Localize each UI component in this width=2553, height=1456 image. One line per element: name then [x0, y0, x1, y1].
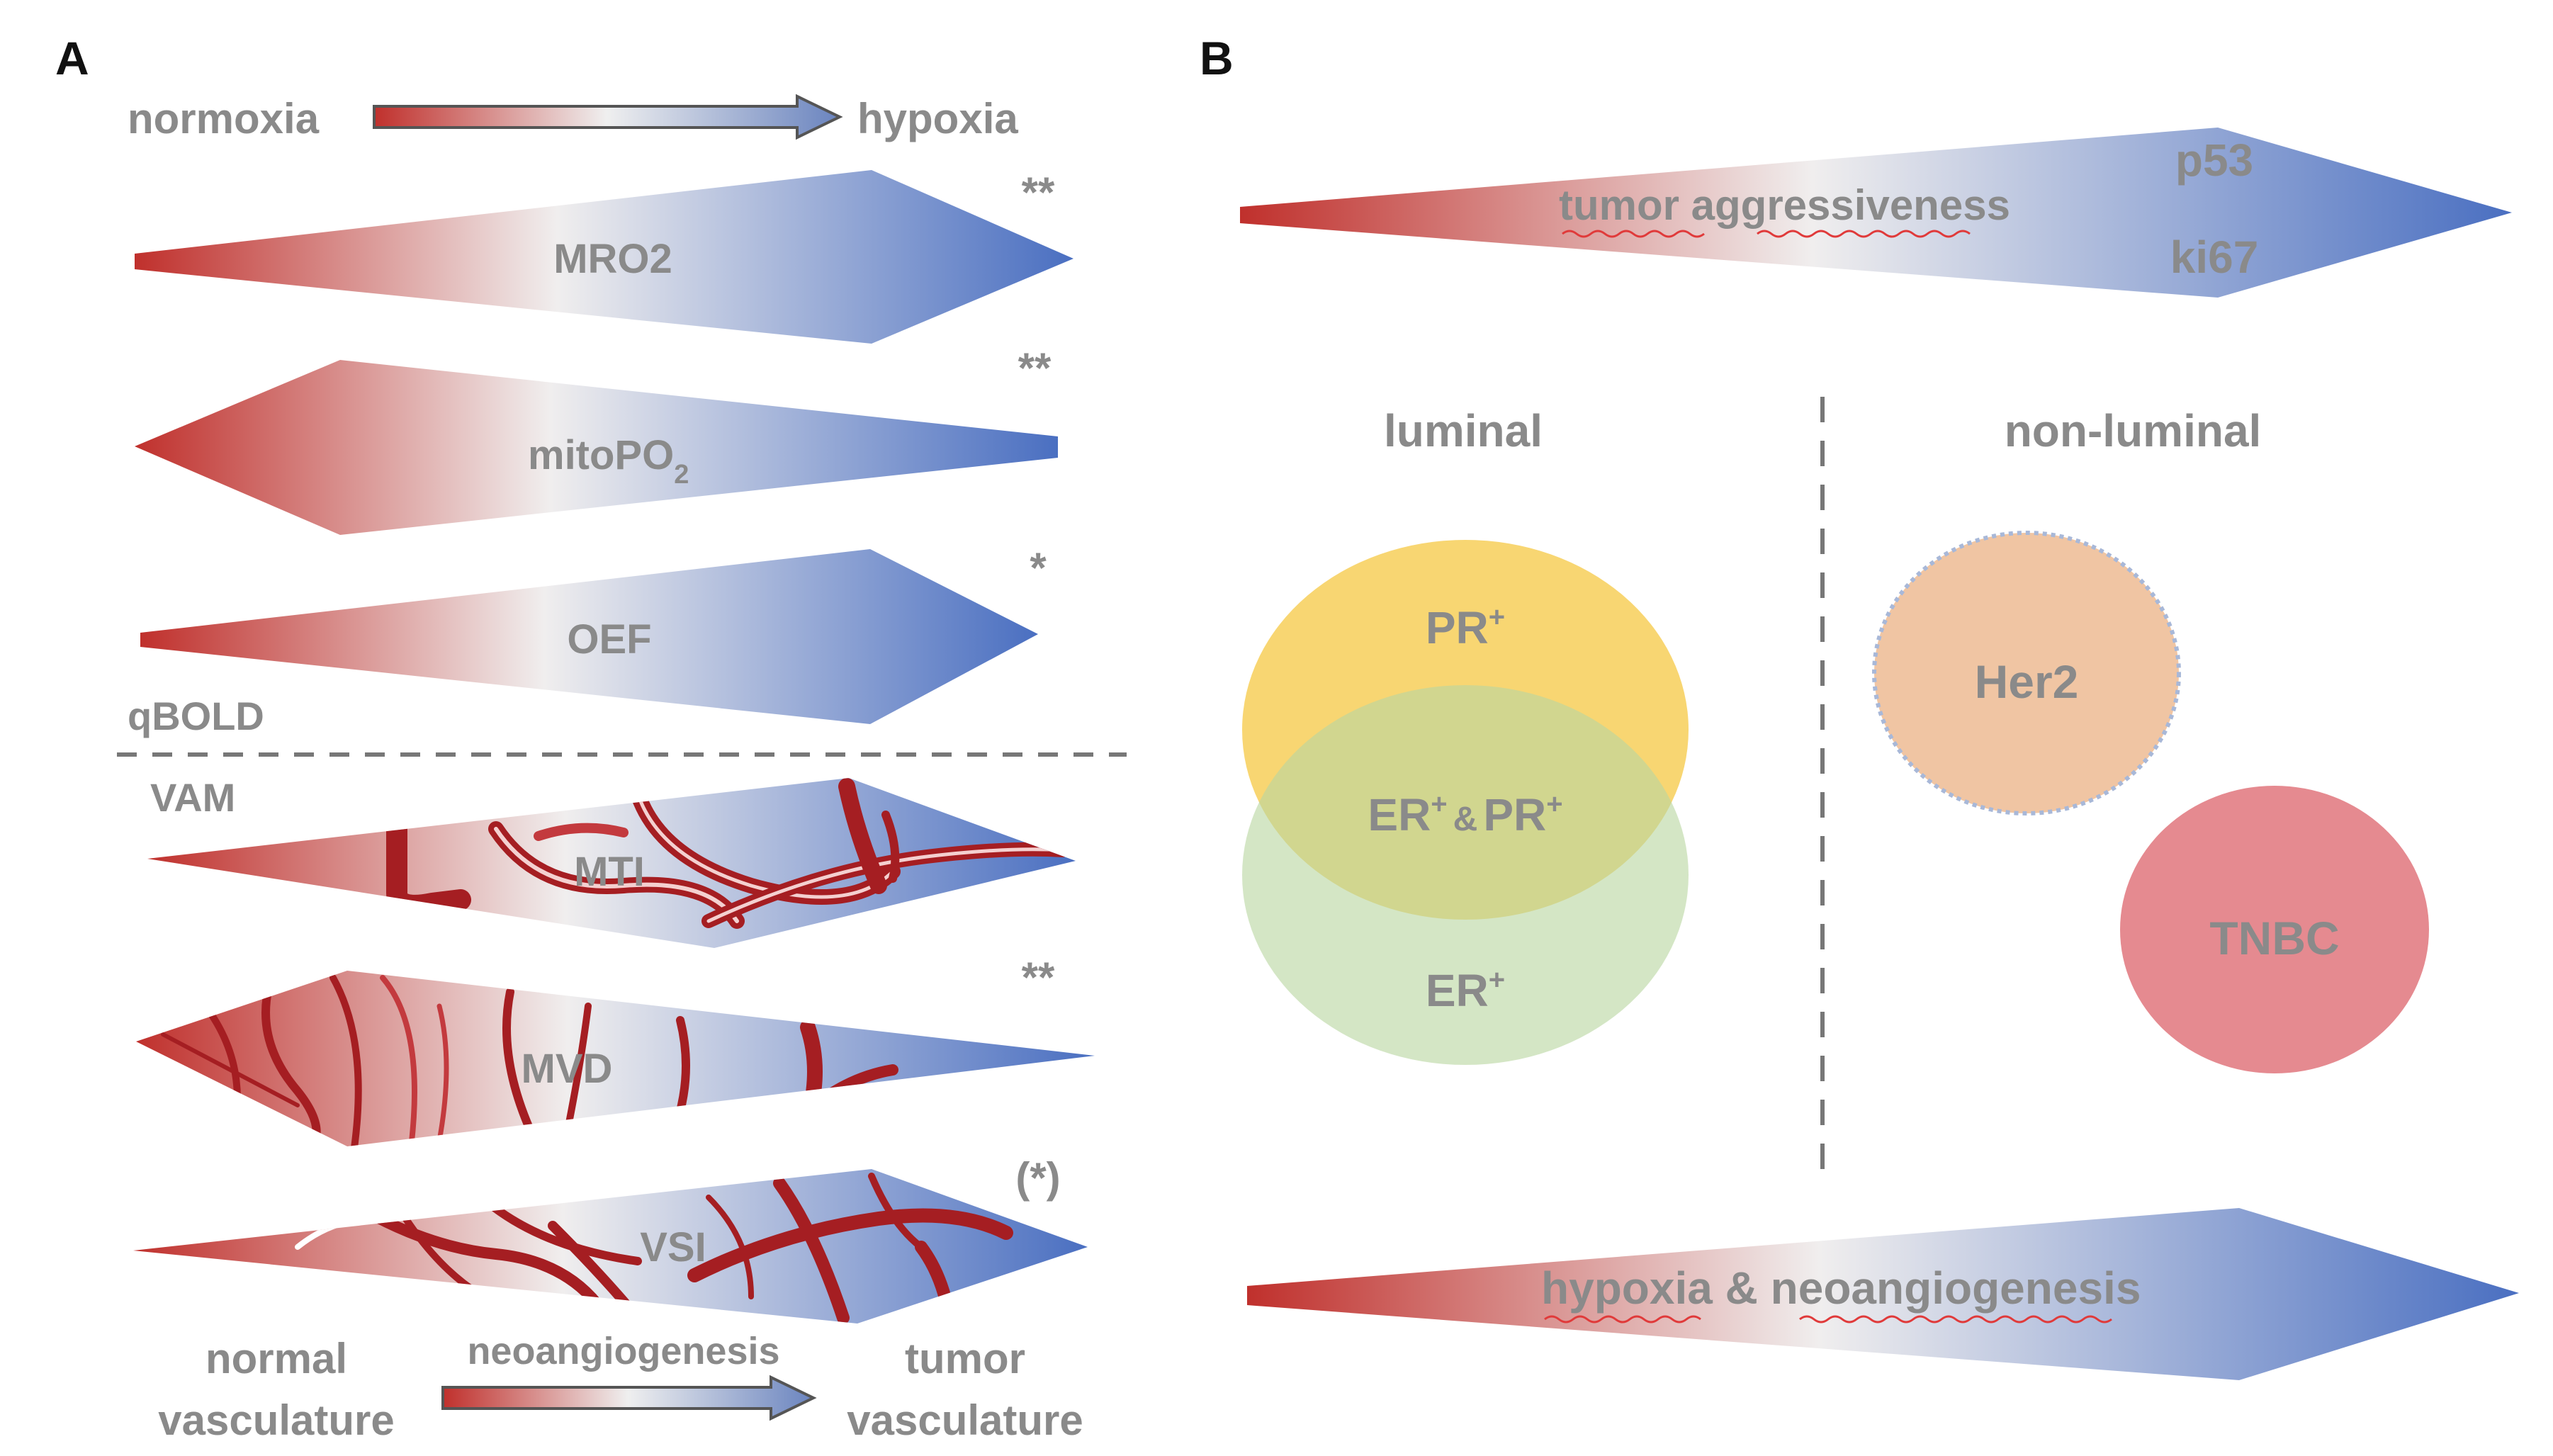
er-pr-sup2: +	[1546, 789, 1562, 820]
wedge-label-mitopo2: mitoPO2	[528, 432, 689, 490]
section-label-qbold: qBOLD	[128, 694, 264, 738]
tnbc-circle: TNBC	[2120, 786, 2429, 1073]
significance-mro2: **	[1022, 169, 1055, 216]
pr-base: PR	[1426, 602, 1489, 653]
significance-oef: *	[1030, 544, 1047, 592]
hypoxia-neoangiogenesis-label: hypoxia & neoangiogenesis	[1541, 1263, 2141, 1314]
spellcheck-underline-2	[1757, 230, 1971, 238]
wedge-label-vsi: VSI	[640, 1224, 706, 1270]
tumor-aggressiveness-label: tumor aggressiveness	[1559, 181, 2010, 229]
wedge-mro2: MRO2 **	[135, 169, 1073, 344]
er-pr-amp: &	[1453, 801, 1478, 838]
normoxia-label: normoxia	[128, 95, 320, 142]
venn-luminal: PR+ ER+&PR+ ER+	[1242, 540, 1689, 1065]
wedge-mvd: MVD **	[136, 954, 1095, 1146]
hypoxia-label: hypoxia	[857, 95, 1018, 142]
spellcheck-underline-1	[1562, 230, 1705, 238]
wedge-oef: OEF *	[140, 544, 1047, 724]
mitopo-text: mitoPO	[528, 432, 674, 478]
significance-vsi: (*)	[1015, 1154, 1060, 1202]
marker-ki67: ki67	[2170, 232, 2259, 283]
pr-sup: +	[1489, 602, 1505, 633]
normal-label: normal	[205, 1335, 347, 1382]
vasculature-left-label: vasculature	[158, 1396, 395, 1444]
neoangiogenesis-arrow	[441, 1375, 817, 1421]
wedge-label-oef: OEF	[567, 616, 651, 662]
label-pr: PR+	[1426, 602, 1505, 653]
er-pr-sup1: +	[1431, 789, 1447, 820]
section-label-vam: VAM	[150, 775, 235, 820]
wedge-label-mti: MTI	[574, 849, 645, 895]
her2-circle: Her2	[1872, 531, 2181, 816]
marker-p53: p53	[2175, 135, 2253, 186]
wedge-label-mvd: MVD	[522, 1046, 613, 1092]
panel-b-letter: B	[1200, 32, 1234, 84]
spellcheck-underline-3	[1544, 1315, 1701, 1324]
normoxia-hypoxia-arrow	[373, 94, 843, 140]
er-ellipse	[1242, 685, 1689, 1065]
wedge-label-mro2: MRO2	[553, 236, 672, 282]
mitopo-subscript: 2	[674, 460, 689, 490]
wedge-mitopo2: mitoPO2 **	[135, 344, 1058, 535]
significance-mitopo2: **	[1018, 344, 1052, 392]
er-sup: +	[1489, 964, 1505, 995]
neoangiogenesis-label: neoangiogenesis	[467, 1330, 779, 1372]
er-base: ER	[1426, 965, 1489, 1016]
label-er: ER+	[1426, 964, 1505, 1016]
spellcheck-underline-4	[1799, 1315, 2112, 1324]
vasculature-right-label: vasculature	[847, 1396, 1083, 1444]
group-luminal: luminal	[1384, 405, 1543, 456]
group-non-luminal: non-luminal	[2005, 405, 2262, 456]
panel-a-letter: A	[55, 32, 89, 84]
hypoxia-neoangiogenesis-arrow: hypoxia & neoangiogenesis	[1247, 1208, 2519, 1380]
er-pr-base2: PR	[1483, 789, 1546, 840]
label-her2: Her2	[1975, 655, 2079, 708]
label-tnbc: TNBC	[2209, 912, 2339, 964]
er-pr-base1: ER	[1368, 789, 1431, 840]
significance-mvd: **	[1022, 954, 1055, 1001]
wedge-vsi: VSI (*)	[133, 1154, 1088, 1324]
tumor-aggressiveness-arrow: tumor aggressiveness p53 ki67	[1240, 128, 2512, 298]
wedge-mti: MTI	[147, 778, 1076, 948]
tumor-label: tumor	[905, 1335, 1025, 1382]
label-er-pr: ER+&PR+	[1368, 789, 1562, 840]
